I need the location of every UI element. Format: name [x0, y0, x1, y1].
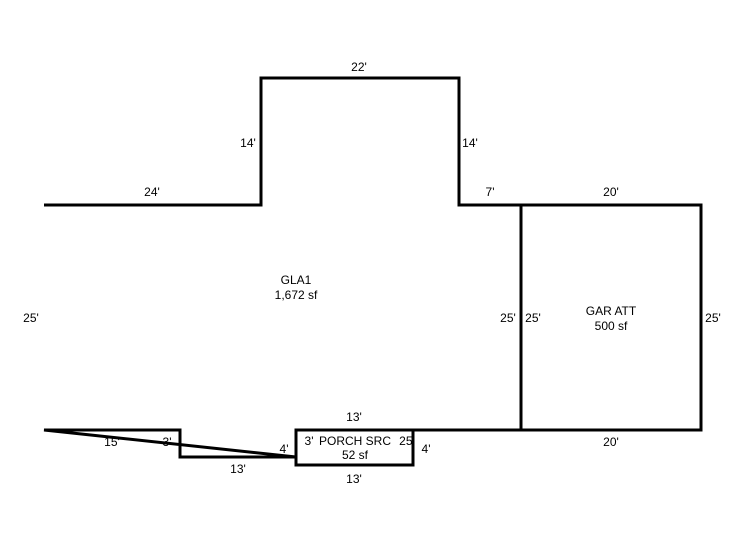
gla-area: 1,672 sf [275, 288, 318, 302]
dim-porch-top: 13' [346, 410, 362, 424]
dim-gla-right: 25' [500, 311, 516, 325]
dim-gla-upper-left: 14' [240, 136, 256, 150]
porch-area: 52 sf [342, 448, 369, 462]
dim-gla-step-down: 3' [163, 435, 172, 449]
garage-outline [519, 203, 703, 432]
dim-garage-right: 25' [705, 311, 721, 325]
gla-outline [43, 76, 523, 459]
dim-garage-top: 20' [603, 185, 619, 199]
dim-porch-left: 3' [305, 434, 314, 448]
dim-gla-right-step: 7' [486, 185, 495, 199]
dim-porch-right: 25' [399, 434, 415, 448]
dim-gla-step-up: 4' [280, 442, 289, 456]
dim-gla-left-top: 24' [144, 185, 160, 199]
dim-gla-bottom-left: 15' [104, 435, 120, 449]
gla-label: GLA1 [281, 273, 312, 287]
dim-gla-left: 25' [23, 311, 39, 325]
dim-garage-bottom: 20' [603, 435, 619, 449]
dim-porch-bottom: 13' [346, 472, 362, 486]
dim-porch-right-outer: 4' [422, 442, 431, 456]
porch-label: PORCH SRC [319, 434, 391, 448]
dim-gla-top: 22' [351, 60, 367, 74]
garage-label: GAR ATT [586, 304, 637, 318]
dim-gla-upper-right: 14' [462, 136, 478, 150]
dim-gla-step-bottom: 13' [230, 462, 246, 476]
dim-garage-left: 25' [525, 311, 541, 325]
porch-outline [294, 428, 415, 467]
garage-area: 500 sf [595, 319, 628, 333]
